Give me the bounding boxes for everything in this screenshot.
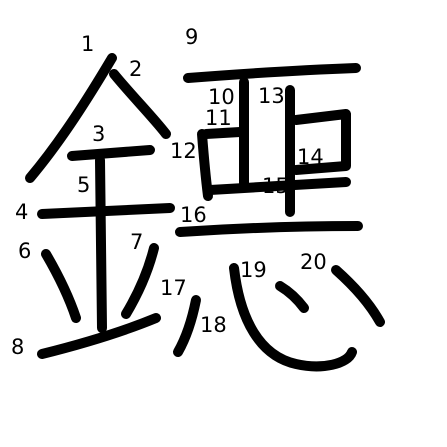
stroke-9 xyxy=(183,63,361,83)
stroke-5 xyxy=(95,155,107,333)
stroke-number-14: 14 xyxy=(297,145,324,169)
stroke-number-16: 16 xyxy=(180,203,207,227)
stroke-number-9: 9 xyxy=(185,25,198,49)
stroke-18 xyxy=(229,263,357,372)
stroke-19 xyxy=(275,281,309,313)
stroke-2 xyxy=(109,69,171,139)
stroke-8 xyxy=(37,313,161,359)
stroke-number-4: 4 xyxy=(15,200,28,224)
stroke-number-11: 11 xyxy=(205,106,232,130)
stroke-number-7: 7 xyxy=(130,230,143,254)
stroke-4 xyxy=(37,203,175,219)
stroke-17 xyxy=(173,295,201,357)
stroke-16 xyxy=(175,221,363,237)
stroke-15 xyxy=(205,177,351,195)
stroke-number-12: 12 xyxy=(170,139,197,163)
stroke-number-6: 6 xyxy=(18,239,31,263)
stroke-number-3: 3 xyxy=(92,122,105,146)
stroke-number-20: 20 xyxy=(300,250,327,274)
stroke-3 xyxy=(67,145,155,161)
stroke-number-17: 17 xyxy=(160,276,187,300)
stroke-number-1: 1 xyxy=(81,32,94,56)
stroke-7 xyxy=(121,243,159,319)
stroke-number-19: 19 xyxy=(240,258,267,282)
stroke-number-15: 15 xyxy=(262,174,289,198)
stroke-number-2: 2 xyxy=(129,57,142,81)
stroke-number-13: 13 xyxy=(258,84,285,108)
stroke-6 xyxy=(41,249,81,323)
stroke-number-5: 5 xyxy=(77,173,90,197)
stroke-1 xyxy=(25,53,117,183)
stroke-12 xyxy=(201,127,245,139)
stroke-14 xyxy=(291,109,351,175)
stroke-20 xyxy=(331,265,385,327)
stroke-number-18: 18 xyxy=(200,313,227,337)
stroke-number-10: 10 xyxy=(208,85,235,109)
stroke-number-8: 8 xyxy=(11,335,24,359)
